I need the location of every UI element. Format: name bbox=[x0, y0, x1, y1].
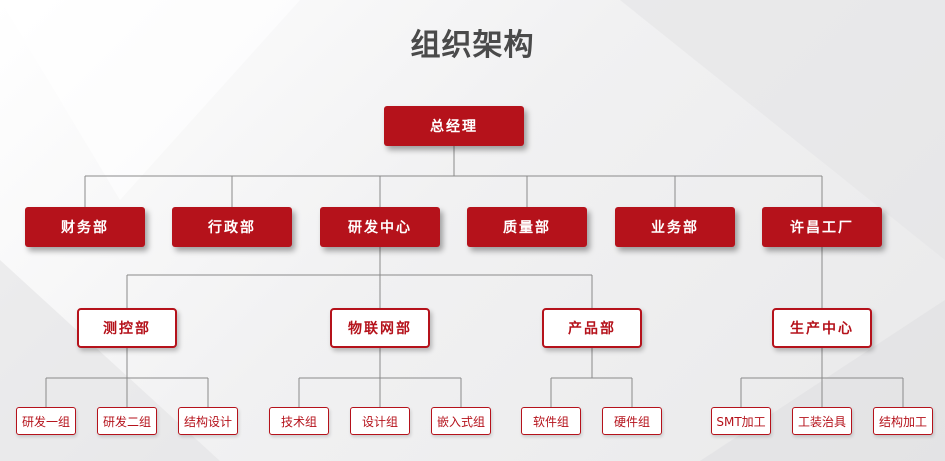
node-department: 行政部 bbox=[172, 207, 292, 247]
node-department: 财务部 bbox=[25, 207, 145, 247]
node-team: 结构加工 bbox=[873, 407, 933, 435]
node-center: 生产中心 bbox=[772, 308, 872, 348]
node-team: 研发二组 bbox=[97, 407, 157, 435]
node-department: 许昌工厂 bbox=[762, 207, 882, 247]
page-title: 组织架构 bbox=[410, 28, 535, 63]
node-center: 物联网部 bbox=[330, 308, 430, 348]
node-team: 嵌入式组 bbox=[431, 407, 491, 435]
node-team: 软件组 bbox=[521, 407, 581, 435]
node-team: 研发一组 bbox=[16, 407, 76, 435]
node-center: 产品部 bbox=[542, 308, 642, 348]
node-team: 技术组 bbox=[269, 407, 329, 435]
node-department: 业务部 bbox=[615, 207, 735, 247]
node-root: 总经理 bbox=[384, 106, 524, 146]
node-team: 硬件组 bbox=[602, 407, 662, 435]
node-department: 研发中心 bbox=[320, 207, 440, 247]
node-department: 质量部 bbox=[467, 207, 587, 247]
node-team: 结构设计 bbox=[178, 407, 238, 435]
node-team: 设计组 bbox=[350, 407, 410, 435]
node-center: 测控部 bbox=[77, 308, 177, 348]
node-team: 工装治具 bbox=[792, 407, 852, 435]
node-team: SMT加工 bbox=[711, 407, 771, 435]
